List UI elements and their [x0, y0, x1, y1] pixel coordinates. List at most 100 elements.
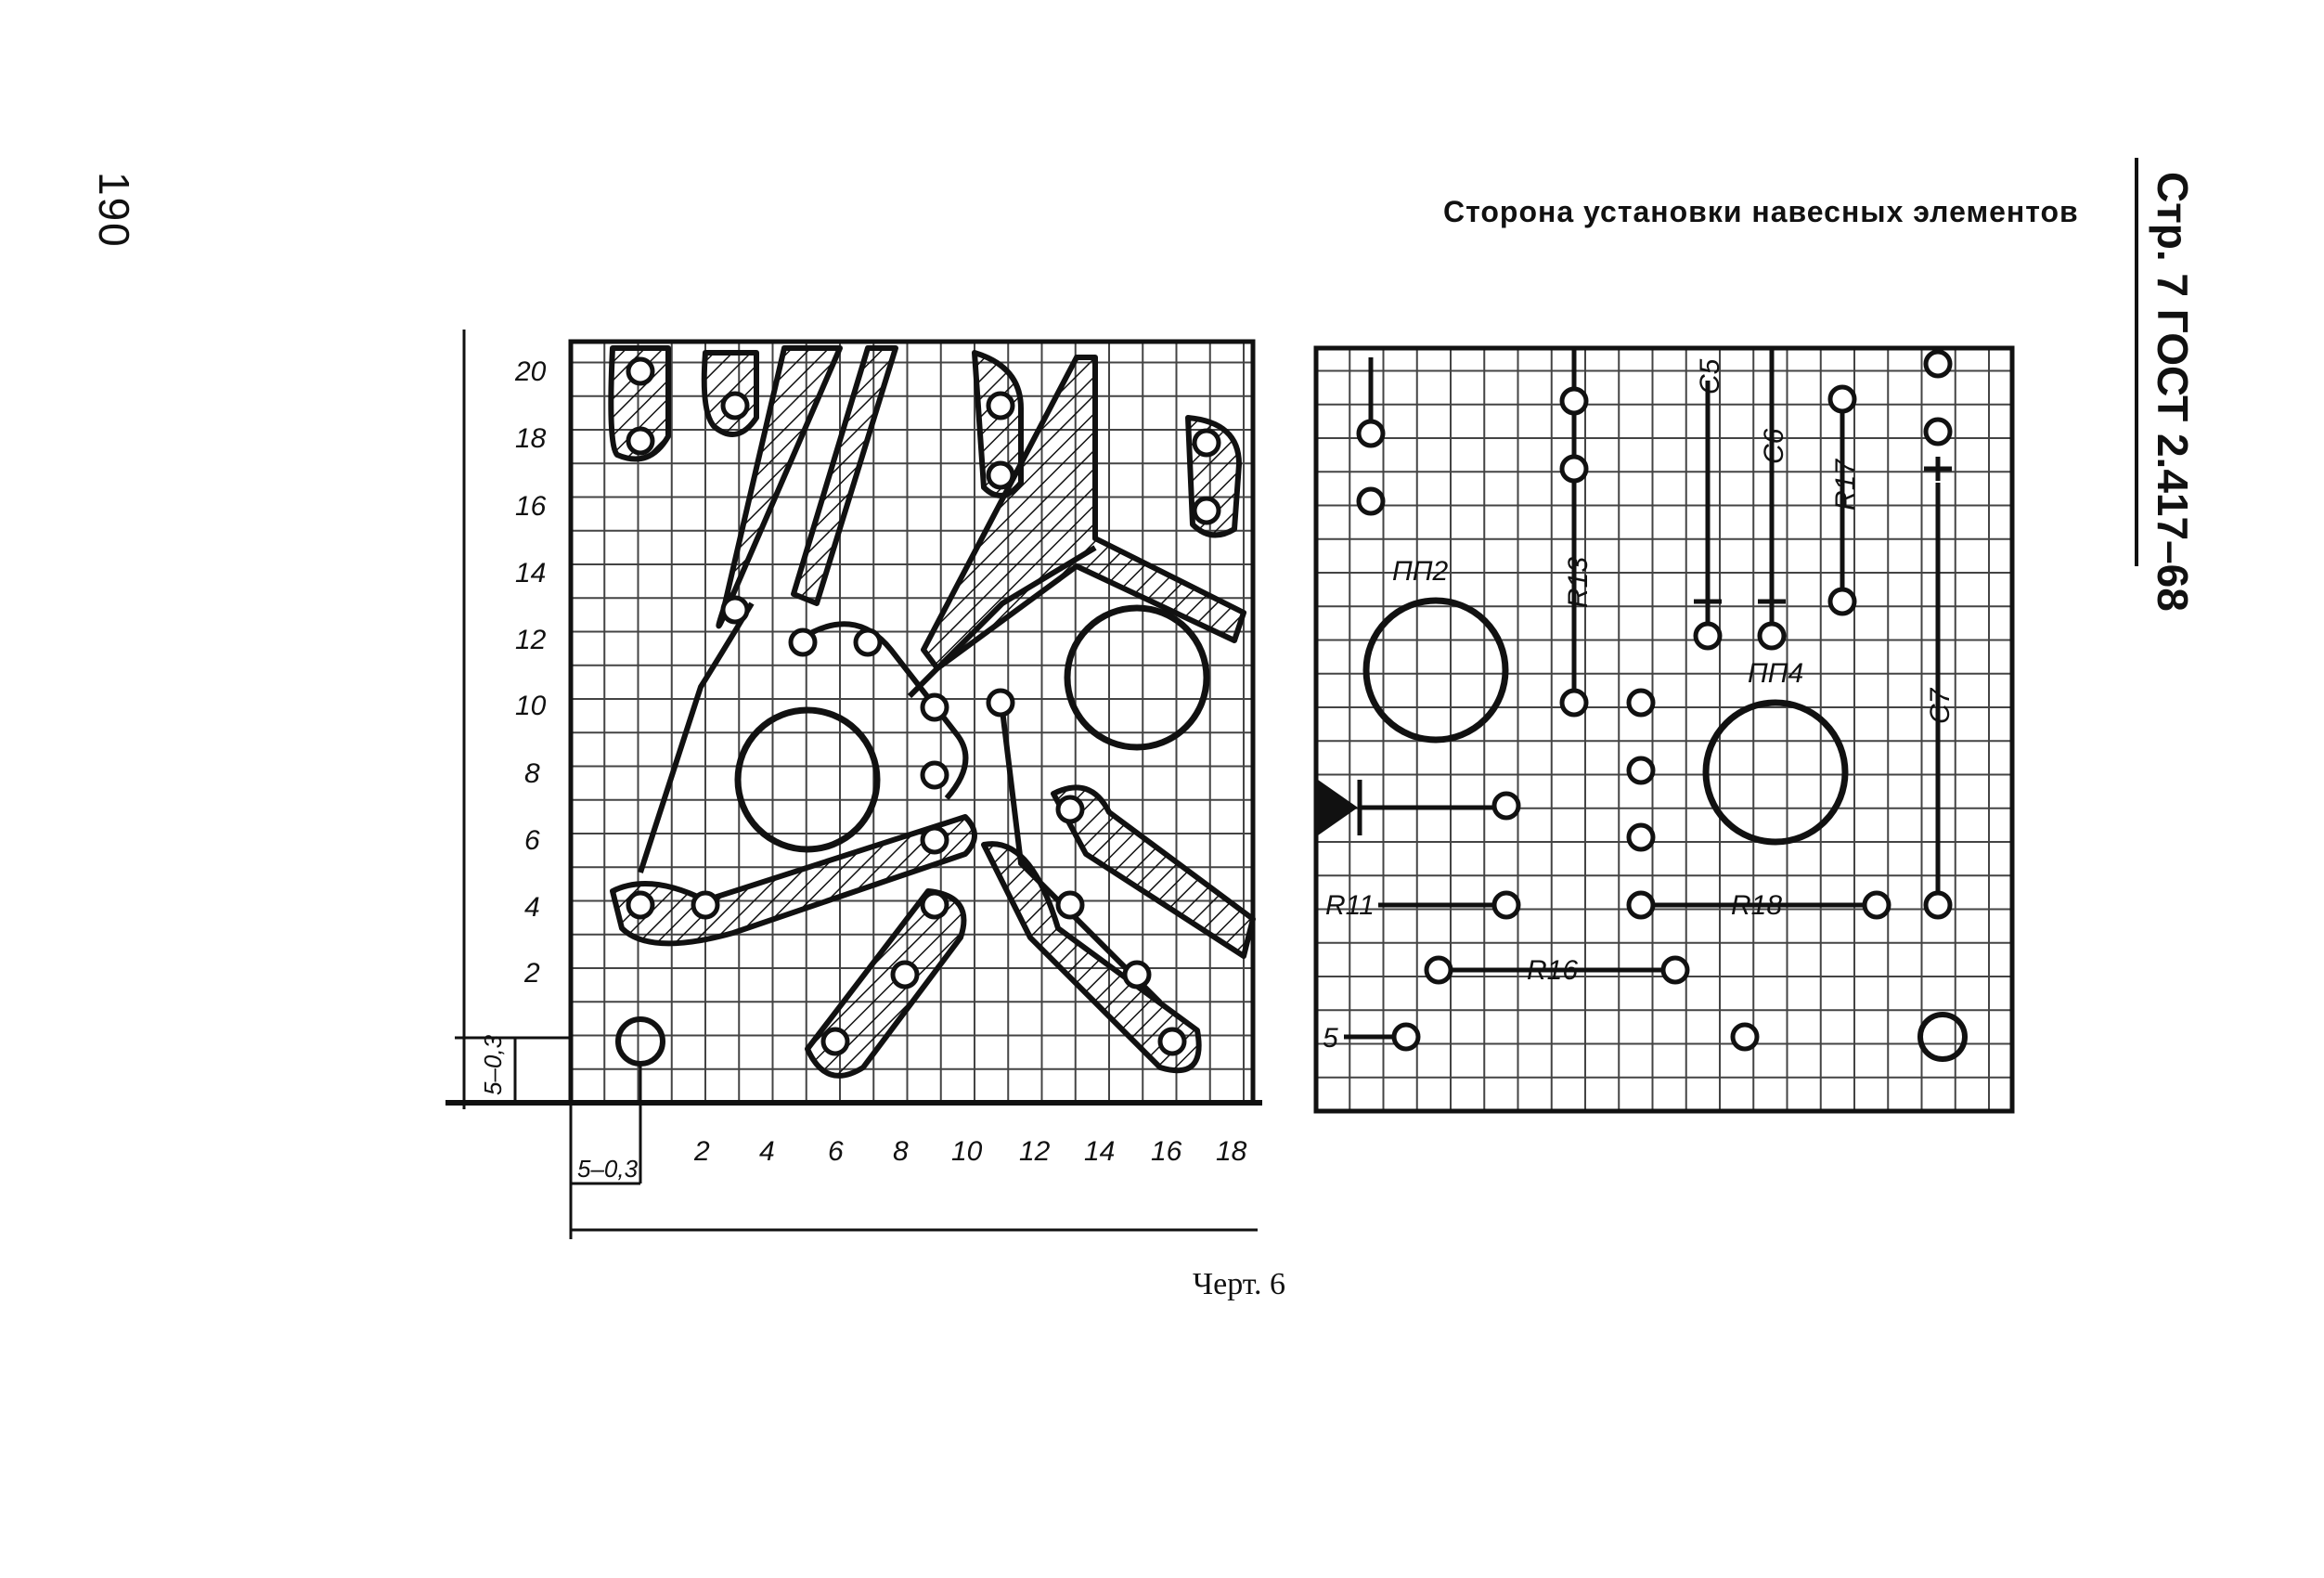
pad	[820, 1027, 850, 1056]
pad	[1356, 419, 1386, 448]
pad	[720, 595, 750, 625]
pad	[986, 688, 1015, 718]
x-tick-label: 6	[828, 1136, 844, 1167]
label-r16: R16	[1527, 955, 1578, 986]
pad	[1157, 1027, 1187, 1056]
left-pads	[626, 356, 1221, 1056]
pad	[920, 760, 949, 790]
label-r11: R11	[1325, 890, 1375, 921]
y-tick-label: 16	[515, 491, 547, 522]
pad	[1730, 1022, 1760, 1052]
pad	[1693, 621, 1723, 651]
y-tick-label: 10	[515, 691, 547, 721]
label-pp4: ПП4	[1748, 658, 1803, 689]
x-tick-labels: 2 4 6 8 10 12 14 16 18	[693, 1136, 1247, 1167]
pad	[1559, 454, 1589, 484]
pad	[920, 890, 949, 920]
pad	[1122, 960, 1152, 989]
right-grid	[1315, 348, 2012, 1112]
pad	[626, 356, 655, 386]
x-tick-label: 10	[951, 1136, 983, 1167]
label-c7: С7	[1925, 687, 1956, 724]
mount-hole-pp2	[1362, 597, 1509, 744]
trace-pad-11	[972, 350, 1024, 498]
dim-horizontal-label: 5–0,3	[577, 1155, 639, 1183]
left-board: 20 18 16 14 12 10 8 6 4 2 2 4 6 8 10 12 …	[445, 330, 1262, 1239]
mount-hole-pp4	[1702, 699, 1849, 846]
pad	[1391, 1022, 1421, 1052]
y-tick-label: 4	[524, 892, 540, 923]
pad	[920, 825, 949, 855]
pad	[626, 890, 655, 920]
pad	[1923, 417, 1953, 446]
y-tick-label: 6	[524, 825, 540, 856]
y-tick-label: 18	[515, 423, 547, 454]
y-tick-label: 8	[524, 758, 540, 789]
label-pin5: 5	[1323, 1023, 1338, 1054]
label-c6: С6	[1759, 428, 1789, 464]
pad	[1626, 688, 1656, 718]
pad	[986, 391, 1015, 420]
outline-3	[907, 545, 1097, 699]
pad	[626, 426, 655, 456]
side-rule	[2135, 158, 2138, 566]
x-tick-label: 14	[1084, 1136, 1115, 1167]
right-board-outline	[1313, 345, 2015, 1114]
pad	[1559, 386, 1589, 416]
outline-4	[1000, 709, 1163, 1005]
x-tick-label: 4	[759, 1136, 775, 1167]
dimension-lines	[455, 330, 1258, 1239]
pad	[1055, 890, 1085, 920]
pad	[1491, 791, 1521, 821]
outline-2	[796, 621, 969, 800]
pad	[720, 391, 750, 420]
drawing-title: Сторона установки навесных элементов	[1443, 195, 2079, 228]
pad	[1559, 688, 1589, 718]
pad	[920, 692, 949, 722]
trace-branch	[921, 355, 1246, 671]
pad	[1626, 890, 1656, 920]
pad	[1827, 587, 1857, 616]
pad	[1923, 349, 1953, 379]
pad	[1192, 428, 1221, 458]
pad	[1192, 496, 1221, 525]
mount-hole-pp1	[734, 706, 881, 853]
trace-right-arm	[1051, 784, 1256, 959]
x-tick-label: 2	[693, 1136, 710, 1167]
trace-bottom-mid	[805, 888, 967, 1079]
pad	[1827, 384, 1857, 414]
left-outlines	[638, 545, 1163, 1005]
pad	[1660, 955, 1690, 985]
pad	[1862, 890, 1891, 920]
outline-1	[638, 601, 755, 873]
pad	[1923, 890, 1953, 920]
pad	[986, 460, 1015, 490]
label-r17: R17	[1830, 459, 1861, 511]
pad	[691, 890, 720, 920]
pad	[890, 960, 920, 989]
label-r18: R18	[1731, 890, 1782, 921]
y-tick-label: 2	[523, 958, 540, 989]
right-board: ПП2 ПП4 R13 С5 С6 R17 С7 R11 R18 R16 5	[1313, 345, 2015, 1114]
figure-caption: Черт. 6	[1193, 1267, 1286, 1301]
x-tick-label: 18	[1216, 1136, 1247, 1167]
pad	[1356, 486, 1386, 516]
pad	[853, 627, 883, 657]
label-r13: R13	[1563, 557, 1594, 608]
pad	[1424, 955, 1453, 985]
pad	[1491, 890, 1521, 920]
pad	[788, 627, 818, 657]
mount-hole-pp3	[1064, 604, 1210, 751]
x-tick-label: 12	[1019, 1136, 1051, 1167]
y-tick-label: 20	[514, 356, 547, 387]
pad	[1757, 621, 1787, 651]
y-tick-label: 12	[515, 625, 547, 655]
pad	[1055, 795, 1085, 824]
label-pp2: ПП2	[1392, 556, 1448, 587]
label-c5: С5	[1695, 358, 1725, 394]
pad	[1626, 756, 1656, 785]
mount-hole-right-corner	[1917, 1012, 1968, 1062]
y-tick-labels: 20 18 16 14 12 10 8 6 4 2	[514, 356, 547, 989]
component-labels: ПП2 ПП4 R13 С5 С6 R17 С7 R11 R18 R16 5	[1323, 358, 1956, 1054]
